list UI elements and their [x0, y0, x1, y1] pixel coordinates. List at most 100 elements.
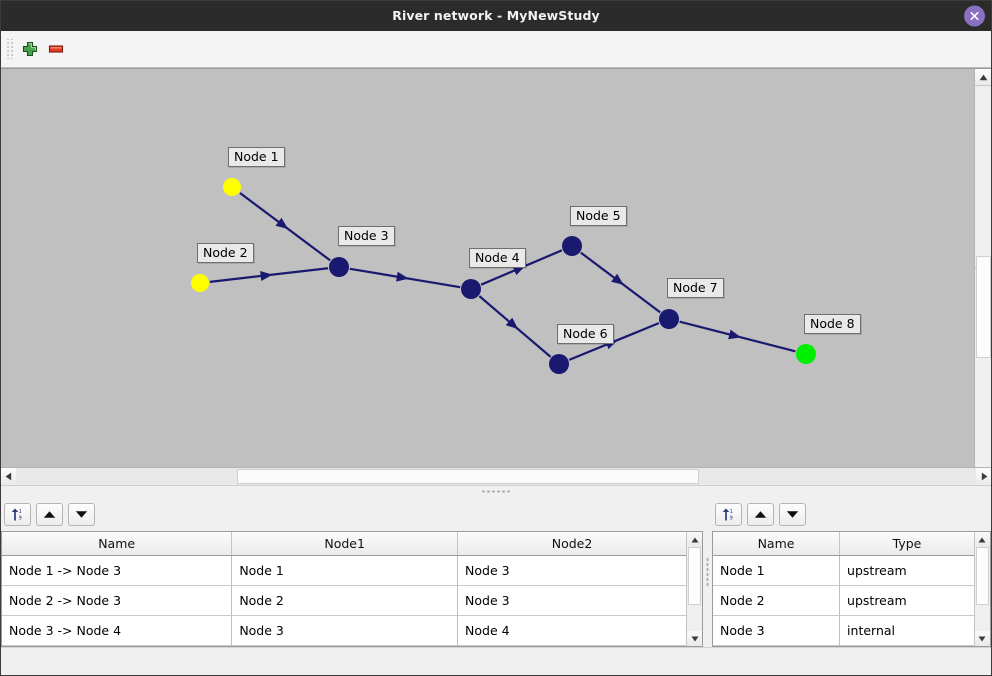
- edge-arrow-icon: [396, 271, 409, 282]
- table-cell[interactable]: upstream: [839, 555, 974, 586]
- canvas-hscroll-track[interactable]: [16, 468, 976, 485]
- table-cell[interactable]: Node 2: [713, 585, 841, 616]
- svg-text:1: 1: [730, 509, 733, 515]
- nodes-scroll-track[interactable]: [974, 547, 990, 631]
- graph-node-node4[interactable]: [461, 279, 481, 299]
- graph-node-node2[interactable]: [191, 274, 209, 292]
- nodes-scroll-up-arrow-icon[interactable]: [974, 532, 990, 547]
- column-header-name[interactable]: Name: [713, 532, 841, 556]
- scroll-left-arrow-icon[interactable]: [0, 468, 16, 485]
- vertical-splitter[interactable]: [704, 497, 711, 647]
- node-label-node1[interactable]: Node 1: [228, 147, 285, 167]
- reaches-move-up-button[interactable]: [36, 502, 63, 526]
- canvas-vscroll-track[interactable]: [975, 86, 992, 358]
- network-graph: [191, 178, 816, 374]
- table-cell[interactable]: Node 4 -> Node 5: [2, 645, 233, 646]
- node-label-node6[interactable]: Node 6: [557, 324, 614, 344]
- nodes-sort-button[interactable]: 1 9: [715, 502, 742, 526]
- reaches-table-scrollbar[interactable]: [686, 532, 702, 646]
- graph-node-node7[interactable]: [659, 309, 679, 329]
- red-minus-icon: [48, 45, 64, 53]
- table-cell[interactable]: Node 4: [713, 645, 841, 646]
- table-cell[interactable]: Node 2 -> Node 3: [2, 585, 233, 616]
- column-header-name[interactable]: Name: [2, 532, 233, 556]
- table-cell[interactable]: Node 4: [231, 645, 459, 646]
- scroll-right-arrow-icon[interactable]: [976, 468, 992, 485]
- nodes-table-scrollbar[interactable]: [973, 532, 990, 646]
- edge-arrow-icon: [275, 217, 289, 229]
- node-label-node7[interactable]: Node 7: [667, 278, 724, 298]
- graph-node-node3[interactable]: [329, 257, 349, 277]
- table-row[interactable]: Node 4internal: [713, 645, 974, 646]
- table-cell[interactable]: Node 3: [457, 585, 686, 616]
- table-cell[interactable]: upstream: [839, 585, 974, 616]
- scroll-up-arrow-icon[interactable]: [975, 69, 992, 86]
- nodes-move-down-button[interactable]: [779, 502, 806, 526]
- node-label-node8[interactable]: Node 8: [804, 314, 861, 334]
- reaches-scroll-thumb[interactable]: [688, 547, 701, 605]
- close-icon[interactable]: [964, 5, 985, 26]
- triangle-down-icon: [75, 510, 88, 518]
- table-cell[interactable]: Node 1: [713, 555, 841, 586]
- table-cell[interactable]: Node 3 -> Node 4: [2, 615, 233, 646]
- graph-node-node5[interactable]: [562, 236, 582, 256]
- reaches-sort-button[interactable]: 1 9: [4, 502, 31, 526]
- table-cell[interactable]: Node 3: [231, 615, 459, 646]
- main-toolbar: [0, 31, 992, 68]
- canvas-horizontal-scrollbar[interactable]: [0, 467, 992, 485]
- network-canvas[interactable]: Node 1 Node 2 Node 3 Node 4 Node 5 Node 6 Node…: [0, 69, 974, 467]
- node-label-node4[interactable]: Node 4: [469, 248, 526, 268]
- table-cell[interactable]: Node 5: [457, 645, 686, 646]
- table-cell[interactable]: Node 3: [713, 615, 841, 646]
- canvas-hscroll-thumb[interactable]: [237, 469, 699, 484]
- svg-text:1: 1: [19, 509, 22, 515]
- toolbar-grip[interactable]: [6, 39, 14, 59]
- node-label-node2[interactable]: Node 2: [197, 243, 254, 263]
- graph-node-node6[interactable]: [549, 354, 569, 374]
- canvas-vertical-scrollbar[interactable]: [974, 69, 992, 467]
- node-label-node3[interactable]: Node 3: [338, 226, 395, 246]
- add-node-button[interactable]: [17, 36, 43, 62]
- remove-node-button[interactable]: [43, 36, 69, 62]
- graph-node-node1[interactable]: [223, 178, 241, 196]
- horizontal-splitter[interactable]: [0, 485, 992, 497]
- table-cell[interactable]: Node 2: [231, 585, 459, 616]
- nodes-scroll-down-arrow-icon[interactable]: [974, 631, 990, 646]
- nodes-move-up-button[interactable]: [747, 502, 774, 526]
- table-cell[interactable]: Node 4: [457, 615, 686, 646]
- table-cell[interactable]: Node 3: [457, 555, 686, 586]
- sort-ascending-icon: 1 9: [722, 508, 733, 521]
- column-header-node1[interactable]: Node1: [231, 532, 459, 556]
- table-cell[interactable]: Node 1 -> Node 3: [2, 555, 233, 586]
- table-cell[interactable]: internal: [839, 645, 974, 646]
- reaches-move-down-button[interactable]: [68, 502, 95, 526]
- green-plus-icon: [22, 41, 38, 57]
- column-header-type[interactable]: Type: [839, 532, 974, 556]
- canvas-vscroll-thumb[interactable]: [976, 256, 991, 358]
- table-cell[interactable]: Node 1: [231, 555, 459, 586]
- node-label-node5[interactable]: Node 5: [570, 206, 627, 226]
- edge-arrow-icon: [512, 265, 526, 276]
- table-cell[interactable]: internal: [839, 615, 974, 646]
- title-bar: River network - MyNewStudy: [0, 0, 992, 31]
- column-header-node2[interactable]: Node2: [457, 532, 686, 556]
- reaches-scroll-up-arrow-icon[interactable]: [687, 532, 702, 547]
- graph-node-node8[interactable]: [796, 344, 816, 364]
- reaches-scroll-down-arrow-icon[interactable]: [687, 631, 702, 646]
- nodes-scroll-thumb[interactable]: [975, 547, 989, 605]
- reaches-scroll-track[interactable]: [687, 547, 702, 631]
